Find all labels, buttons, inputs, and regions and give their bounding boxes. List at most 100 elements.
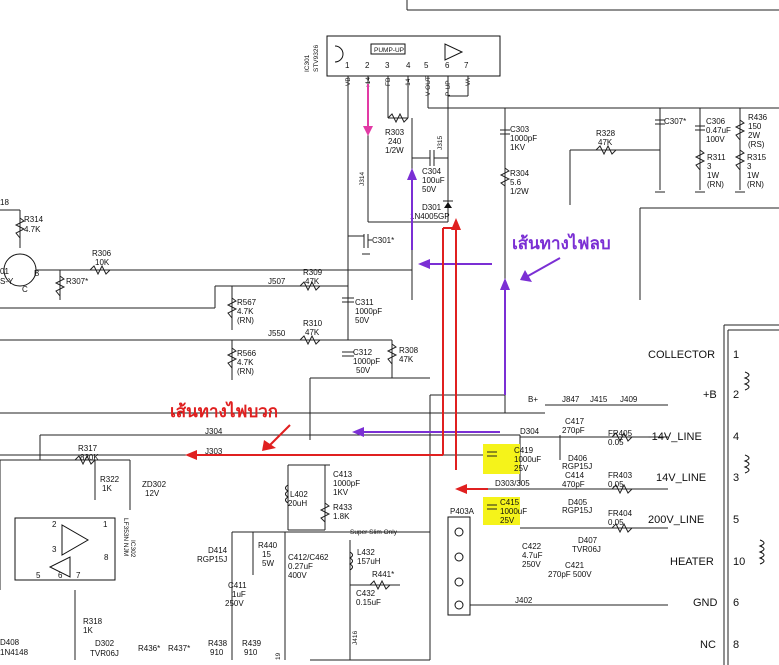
c303: C303 1000pF 1KV: [500, 125, 537, 152]
d405-ref: D405: [568, 498, 588, 507]
connector-row-gnd: GND 6: [693, 597, 739, 609]
r306-ref: R306: [92, 249, 112, 258]
fr403-val: 0.05: [608, 480, 624, 489]
r436: R436 150 2W (RS): [734, 113, 768, 149]
ic301-pin-4: 4: [406, 61, 411, 70]
c303-ref: C303: [510, 125, 530, 134]
fr404-val: 0.05: [608, 518, 624, 527]
c411-val: 1uF: [232, 590, 246, 599]
c419-val: 1000uF: [514, 455, 541, 464]
j303-label: J303: [205, 447, 223, 456]
ic302-part: LF353N NJM: [122, 518, 129, 556]
d406-part: RGP15J: [562, 462, 592, 471]
r328: R328 47K: [569, 129, 660, 205]
j304-label: J304: [205, 427, 223, 436]
ic302-pin-5: 5: [36, 571, 41, 580]
p403a-label: P403A: [450, 507, 475, 516]
l402-val: 20uH: [288, 499, 307, 508]
fr403-ref: FR403: [608, 471, 633, 480]
c417-val: 270pF: [562, 426, 585, 435]
d301: D301 1N4005GP: [410, 200, 453, 221]
r315-val: 3: [747, 162, 752, 171]
c304-val: 100uF: [422, 176, 445, 185]
r437-ref: R437*: [168, 644, 190, 653]
left-input-section: 18 R314 4.7K 01 S-Y B C R307* R306 10K: [0, 198, 412, 309]
r436-type: (RS): [748, 140, 765, 149]
c422-ref: C422: [522, 542, 542, 551]
r440-val: 15: [262, 550, 271, 559]
r309-group: R309 47K J507 R567 4.7K (RN) C311 1000pF…: [226, 268, 382, 330]
l432-val: 157uH: [357, 557, 381, 566]
c311-volt: 50V: [355, 316, 370, 325]
r308-val: 47K: [399, 355, 414, 364]
q301-collector-label: C: [22, 285, 28, 294]
bplus-row-pin: 2: [733, 389, 739, 401]
d303-305-label: D303/305: [495, 479, 530, 488]
r317-ref: R317: [78, 444, 98, 453]
q301-type: S-Y: [0, 277, 14, 286]
p14v-label: 14V_LINE: [656, 472, 706, 484]
r306-val: 10K: [95, 258, 110, 267]
r304-val: 5.6: [510, 178, 522, 187]
c304-ref: C304: [422, 167, 442, 176]
c413-val: 1000pF: [333, 479, 360, 488]
r309-ref: R309: [303, 268, 323, 277]
fr405-ref: FR405: [608, 429, 633, 438]
c419-volt: 25V: [514, 464, 529, 473]
r314-ref: R314: [24, 215, 44, 224]
r328-val: 47K: [598, 138, 613, 147]
connector-row-p14v: 14V_LINE 3: [656, 472, 739, 484]
c304-volt: 50V: [422, 185, 437, 194]
ic302-name: IC302: [129, 540, 136, 558]
r438-ref: R438: [208, 639, 228, 648]
c417-ref: C417: [565, 417, 585, 426]
r304-ref: R304: [510, 169, 530, 178]
r441-ref: R441*: [372, 570, 394, 579]
ic301-name: IC301: [304, 54, 311, 72]
c303-volt: 1KV: [510, 143, 526, 152]
r310-ref: R310: [303, 319, 323, 328]
r315-type: (RN): [747, 180, 764, 189]
positive-path-arrows: [185, 218, 488, 494]
bplus-label: B+: [528, 395, 538, 404]
c415: C415 1000uF 25V: [483, 497, 527, 525]
c414-ref: C414: [565, 471, 585, 480]
ic301-pin-2: 2: [365, 61, 370, 70]
ic302-pin-2: 2: [52, 520, 57, 529]
r304: R304 5.6 1/2W: [499, 167, 530, 196]
c303-val: 1000pF: [510, 134, 537, 143]
r328-ref: R328: [596, 129, 616, 138]
c432-ref: C432: [356, 589, 376, 598]
connector-row-heater: HEATER 10: [670, 556, 745, 568]
ic301-block-label: PUMP-UP: [374, 47, 404, 54]
v200-pin: 5: [733, 514, 739, 526]
c414-val: 470pF: [562, 480, 585, 489]
j550-label: J550: [268, 329, 286, 338]
heater-pin: 10: [733, 556, 745, 568]
r311: R311 3 1W (RN): [694, 149, 726, 189]
r311-val: 3: [707, 162, 712, 171]
c412-ref: C412/C462: [288, 553, 329, 562]
connector-row-200v: 200V_LINE 5: [648, 514, 739, 526]
fr404-group: FR404 0.05 D407 TVR06J C421 270pF 500V C…: [470, 509, 668, 606]
c412-volt: 400V: [288, 571, 307, 580]
ic301-pin-7: 7: [464, 61, 469, 70]
bplus-group: B+ J847 J415 J409: [528, 395, 638, 404]
super-slim-note: Super Slim Only: [350, 529, 398, 536]
zd302-ref: ZD302: [142, 480, 167, 489]
d303-group: D303/305 C414 470pF FR403 0.05 D405 RGP1…: [470, 471, 668, 515]
r315-ref: R315: [747, 153, 767, 162]
c306-val: 0.47uF: [706, 126, 731, 135]
gnd-pin: 6: [733, 597, 739, 609]
top-frame: [406, 0, 779, 11]
r311-power: 1W: [707, 171, 719, 180]
r317-group: R317 820K R322 1K ZD302 12V J304 J303: [0, 427, 223, 590]
c411-ref: C411: [228, 581, 247, 590]
r315-power: 1W: [747, 171, 759, 180]
d302-part: TVR06J: [90, 649, 119, 658]
negative-path-label: เส้นทางไฟลบ: [512, 233, 611, 254]
c419: C419 1000uF 25V: [483, 444, 541, 474]
l432-ref: L432: [357, 548, 375, 557]
ic301-pin-5: 5: [424, 61, 429, 70]
